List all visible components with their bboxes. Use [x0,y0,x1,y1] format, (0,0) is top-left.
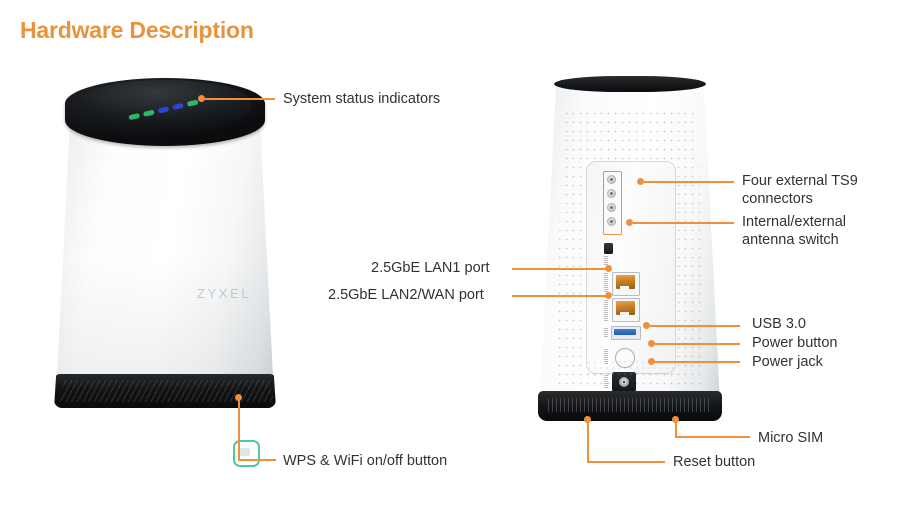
callout-dot-ts9 [637,178,644,185]
rear-device-top-cap [554,76,706,92]
usb-3-port-insert [614,329,636,335]
power-button-silkscreen [604,349,608,364]
callout-line-wps-horizontal [238,459,276,461]
wps-glyph [239,448,250,456]
callout-dot-reset-button [584,416,591,423]
callout-label-lan1: 2.5GbE LAN1 port [371,260,490,276]
callout-label-antenna-switch-line2: antenna switch [742,232,839,248]
ts9-connector-1 [607,175,617,184]
lan2-wan-port-icon [612,298,640,322]
status-led-5 [186,99,199,107]
callout-label-wps: WPS & WiFi on/off button [283,453,448,469]
callout-line-micro-sim-vertical [675,422,677,437]
callout-line-ts9 [644,181,734,183]
callout-line-lan2-wan [512,295,607,297]
power-jack-hole [619,377,629,387]
antenna-switch-silkscreen [604,256,608,265]
callout-dot-usb [643,322,650,329]
front-device-top-cap [65,78,265,146]
antenna-switch-icon [604,243,613,254]
callout-line-system-status [205,98,275,100]
callout-label-antenna-switch-line1: Internal/external [742,214,846,230]
zyxel-brand-logo: ZYXEL [197,286,252,301]
callout-label-power-jack: Power jack [752,354,823,370]
status-led-1 [128,112,141,121]
callout-label-ts9-line2: connectors [742,191,813,207]
callout-label-ts9-line1: Four external TS9 [742,173,858,189]
lan2-wan-port-notch [620,312,629,317]
front-device-top-face [79,80,251,130]
callout-line-antenna-switch [633,222,734,224]
callout-label-reset-button: Reset button [673,454,756,470]
callout-line-power-button [655,343,740,345]
callout-dot-micro-sim [672,416,679,423]
ts9-connector-4 [607,217,617,226]
status-led-3 [157,106,170,114]
ts9-connector-3 [607,203,617,212]
page-title: Hardware Description [20,17,254,43]
callout-label-lan2-wan: 2.5GbE LAN2/WAN port [328,287,484,303]
callout-label-usb: USB 3.0 [752,316,806,332]
lan2-silkscreen [604,299,608,321]
callout-dot-antenna-switch [626,219,633,226]
lan1-port-icon [612,272,640,296]
callout-dot-system-status [198,95,205,102]
callout-dot-lan1 [605,265,612,272]
callout-label-micro-sim: Micro SIM [758,430,824,446]
power-jack-silkscreen [604,374,608,388]
lan2-wan-port-contacts [615,301,635,315]
status-led-4 [172,102,184,111]
front-device-body-shading [56,96,274,396]
ts9-connector-group [603,171,622,235]
callout-label-system-status: System status indicators [283,91,441,107]
front-device-illustration: ZYXEL [54,78,276,467]
front-device-base-vents [60,380,274,402]
rear-device-illustration [538,73,722,428]
lan1-port-notch [620,286,629,291]
callout-line-reset-horizontal [587,461,665,463]
usb-silkscreen [604,327,608,337]
callout-dot-wps [235,394,242,401]
lan1-silkscreen [604,273,608,292]
callout-line-wps-vertical [238,400,240,460]
ts9-connector-2 [607,189,617,198]
status-led-2 [142,109,155,117]
callout-line-micro-sim-horizontal [675,436,750,438]
callout-dot-power-jack [648,358,655,365]
callout-label-power-button: Power button [752,335,838,351]
power-button-icon [615,348,635,368]
callout-dot-lan2-wan [605,292,612,299]
front-device-body [56,96,274,396]
power-jack-icon [612,372,636,392]
wps-wifi-button-icon [233,440,260,467]
callout-dot-power-button [648,340,655,347]
callout-line-lan1 [512,268,607,270]
rear-device-base [538,391,722,421]
callout-line-power-jack [655,361,740,363]
lan1-port-contacts [615,275,635,289]
callout-line-usb [650,325,740,327]
usb-3-port-icon [611,326,641,340]
rear-device-base-vents [548,398,712,412]
callout-line-reset-vertical [587,422,589,462]
